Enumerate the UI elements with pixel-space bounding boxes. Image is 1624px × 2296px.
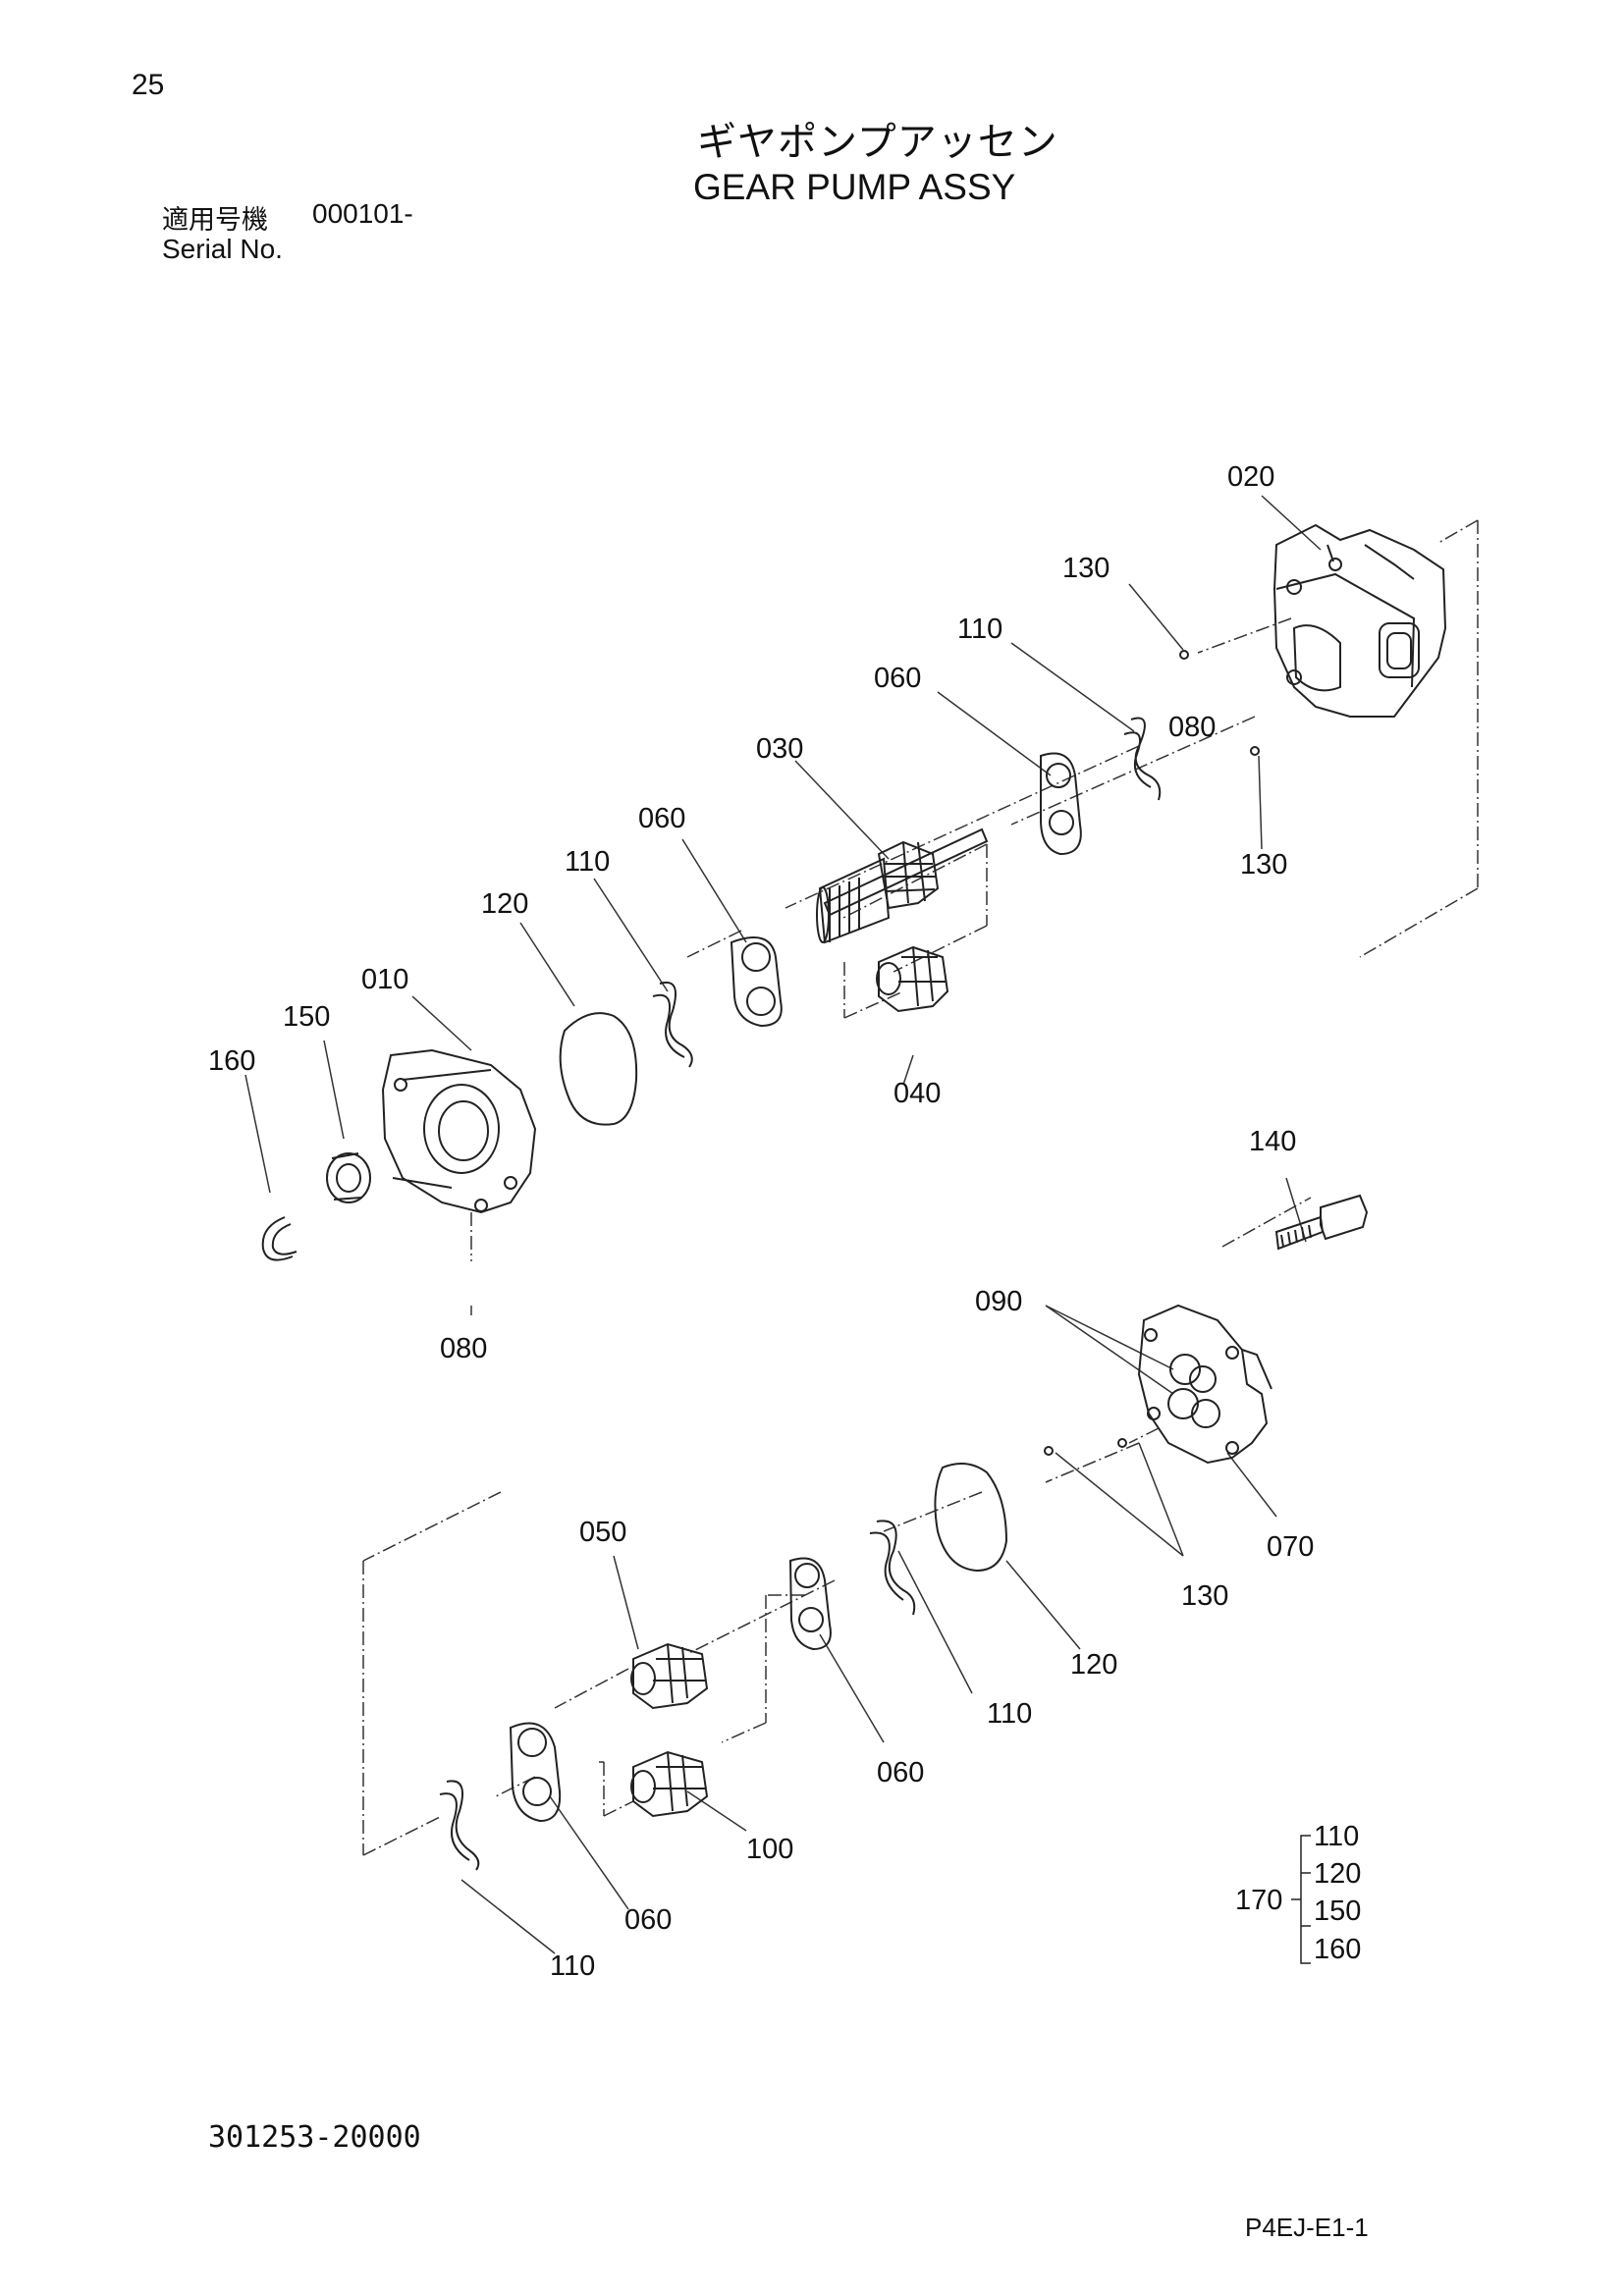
callout-060: 060	[638, 803, 685, 834]
callout-060: 060	[877, 1757, 924, 1789]
callout-040: 040	[893, 1078, 941, 1109]
rear-body-020	[1272, 523, 1447, 718]
callout-130: 130	[1181, 1580, 1228, 1612]
driven-gear-040	[876, 945, 949, 1013]
page-number: 25	[132, 69, 165, 101]
callout-020: 020	[1227, 461, 1274, 493]
callout-070: 070	[1267, 1531, 1314, 1563]
drawing-number: 301253-20000	[208, 2120, 421, 2155]
callout-030: 030	[756, 733, 803, 765]
serial-label: Serial No.	[162, 234, 283, 264]
callout-080: 080	[440, 1333, 487, 1364]
o-ring-120-lower	[934, 1463, 1008, 1573]
rear-cover-070	[1137, 1304, 1272, 1465]
kit-item: 110	[1314, 1821, 1359, 1852]
callout-110: 110	[550, 1950, 595, 1982]
callout-050: 050	[579, 1517, 626, 1548]
front-cover-010	[381, 1048, 537, 1214]
snap-ring-110-upper	[1123, 717, 1162, 801]
callout-110: 110	[957, 614, 1002, 645]
callout-120: 120	[1070, 1649, 1117, 1681]
snap-ring-110-mid	[652, 981, 693, 1068]
kit-item: 160	[1314, 1934, 1361, 1965]
callout-130: 130	[1062, 553, 1110, 584]
o-ring-120-upper	[559, 1012, 638, 1126]
bearing-plate-060-lower-left	[509, 1722, 562, 1823]
kit-item: 120	[1314, 1858, 1361, 1890]
bearing-plate-060-upper-left	[730, 936, 783, 1028]
pin-130-upper	[1179, 650, 1260, 756]
kit-item: 150	[1314, 1896, 1361, 1927]
page-title-japanese: ギヤポンプアッセン	[697, 120, 1058, 165]
callout-110: 110	[987, 1698, 1032, 1730]
drive-gear-030	[816, 828, 989, 944]
leader-lines	[244, 495, 1322, 1954]
assembly-guide-lines	[362, 519, 1479, 1856]
callout-060: 060	[624, 1904, 672, 1936]
callout-160: 160	[208, 1045, 255, 1077]
bolt-140	[1274, 1194, 1369, 1251]
snap-ring-160	[261, 1216, 298, 1261]
kit-bracket: 170 110 120 150 160	[1235, 1821, 1361, 1965]
pin-130-lower	[1044, 1438, 1127, 1456]
callout-labels: 020 130 110 060 080 130 030 060 110 120 …	[208, 461, 1314, 1982]
page-title: GEAR PUMP ASSY	[693, 167, 1016, 207]
callout-060: 060	[874, 663, 921, 694]
callout-120: 120	[481, 888, 528, 920]
callout-130: 130	[1240, 849, 1287, 881]
bearing-plate-060-lower-right	[788, 1557, 832, 1651]
callout-140: 140	[1249, 1126, 1296, 1157]
callout-090: 090	[975, 1286, 1022, 1317]
callout-010: 010	[361, 964, 408, 995]
gear-050	[630, 1642, 709, 1710]
page-code: P4EJ-E1-1	[1245, 2213, 1369, 2242]
callout-110: 110	[565, 846, 610, 878]
gear-100	[630, 1750, 709, 1818]
callout-100: 100	[746, 1834, 793, 1865]
snap-ring-110-lower-left	[439, 1780, 480, 1871]
serial-label-japanese: 適用号機	[162, 205, 268, 236]
callout-080: 080	[1168, 712, 1216, 743]
serial-value: 000101-	[312, 198, 413, 229]
oil-seal-150	[326, 1152, 371, 1203]
callout-150: 150	[283, 1001, 330, 1033]
snap-ring-110-lower-right	[869, 1520, 916, 1616]
bearing-plate-060-upper	[1040, 752, 1082, 856]
kit-label: 170	[1235, 1885, 1282, 1916]
